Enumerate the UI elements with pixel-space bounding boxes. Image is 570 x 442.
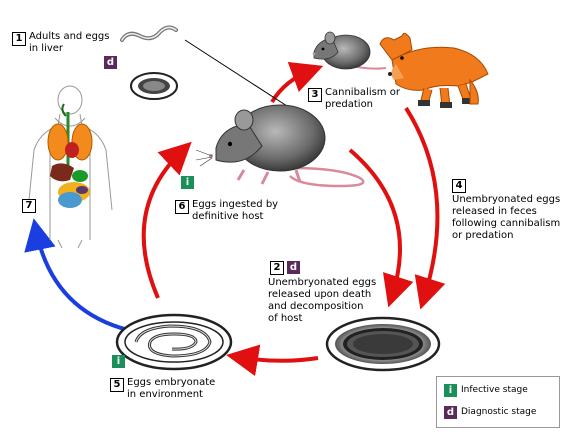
- arrow-rat-to-egg: [348, 148, 414, 308]
- legend-diagnostic: d Diagnostic stage: [444, 406, 536, 420]
- arrow-embryonated-to-human: [24, 218, 129, 332]
- stage-6-label: Eggs ingested by definitive host: [192, 199, 279, 222]
- arrow-egg-to-embryonated: [226, 344, 319, 377]
- arrow-embryonated-to-rat: [141, 141, 192, 299]
- egg-small: [130, 72, 178, 100]
- diagnostic-badge-stage-1: d: [104, 56, 117, 69]
- stage-2-number: 2: [270, 261, 284, 275]
- stage-2-label: Unembryonated eggs released upon death a…: [268, 277, 377, 324]
- egg-unembryonated-large: [325, 316, 441, 372]
- infective-badge-legend: i: [444, 384, 457, 397]
- egg-embryonated: [115, 313, 233, 371]
- stage-5-number: 5: [110, 378, 124, 392]
- stage-3-label: Cannibalism or predation: [325, 87, 400, 110]
- stage-4-number: 4: [452, 179, 466, 193]
- stage-6-number: 6: [175, 200, 189, 214]
- legend-infective: i Infective stage: [444, 384, 528, 398]
- arrow-rat-to-predation: [270, 61, 324, 104]
- rat-main: [195, 104, 365, 188]
- fox: [379, 32, 489, 108]
- legend: i Infective stage d Diagnostic stage: [436, 376, 560, 428]
- stage-1-number: 1: [12, 32, 26, 46]
- human-organs: [47, 103, 93, 208]
- stage-7-number: 7: [22, 199, 36, 213]
- diagnostic-badge-stage-2: d: [287, 261, 300, 274]
- legend-diagnostic-label: Diagnostic stage: [461, 407, 537, 417]
- stage-4-label: Unembryonated eggs released in feces fol…: [452, 194, 561, 241]
- stage-5-label: Eggs embryonate in environment: [127, 377, 216, 400]
- stage-1-label: Adults and eggs in liver: [29, 31, 110, 54]
- arrow-fox-to-egg: [404, 106, 446, 310]
- diagnostic-badge-legend: d: [444, 406, 457, 419]
- pointer-line: [184, 39, 288, 107]
- rat-small: [312, 31, 387, 70]
- stage-3-number: 3: [308, 88, 322, 102]
- legend-infective-label: Infective stage: [461, 385, 528, 395]
- infective-badge-stage-5: i: [112, 355, 125, 368]
- infective-badge-stage-6: i: [181, 176, 194, 189]
